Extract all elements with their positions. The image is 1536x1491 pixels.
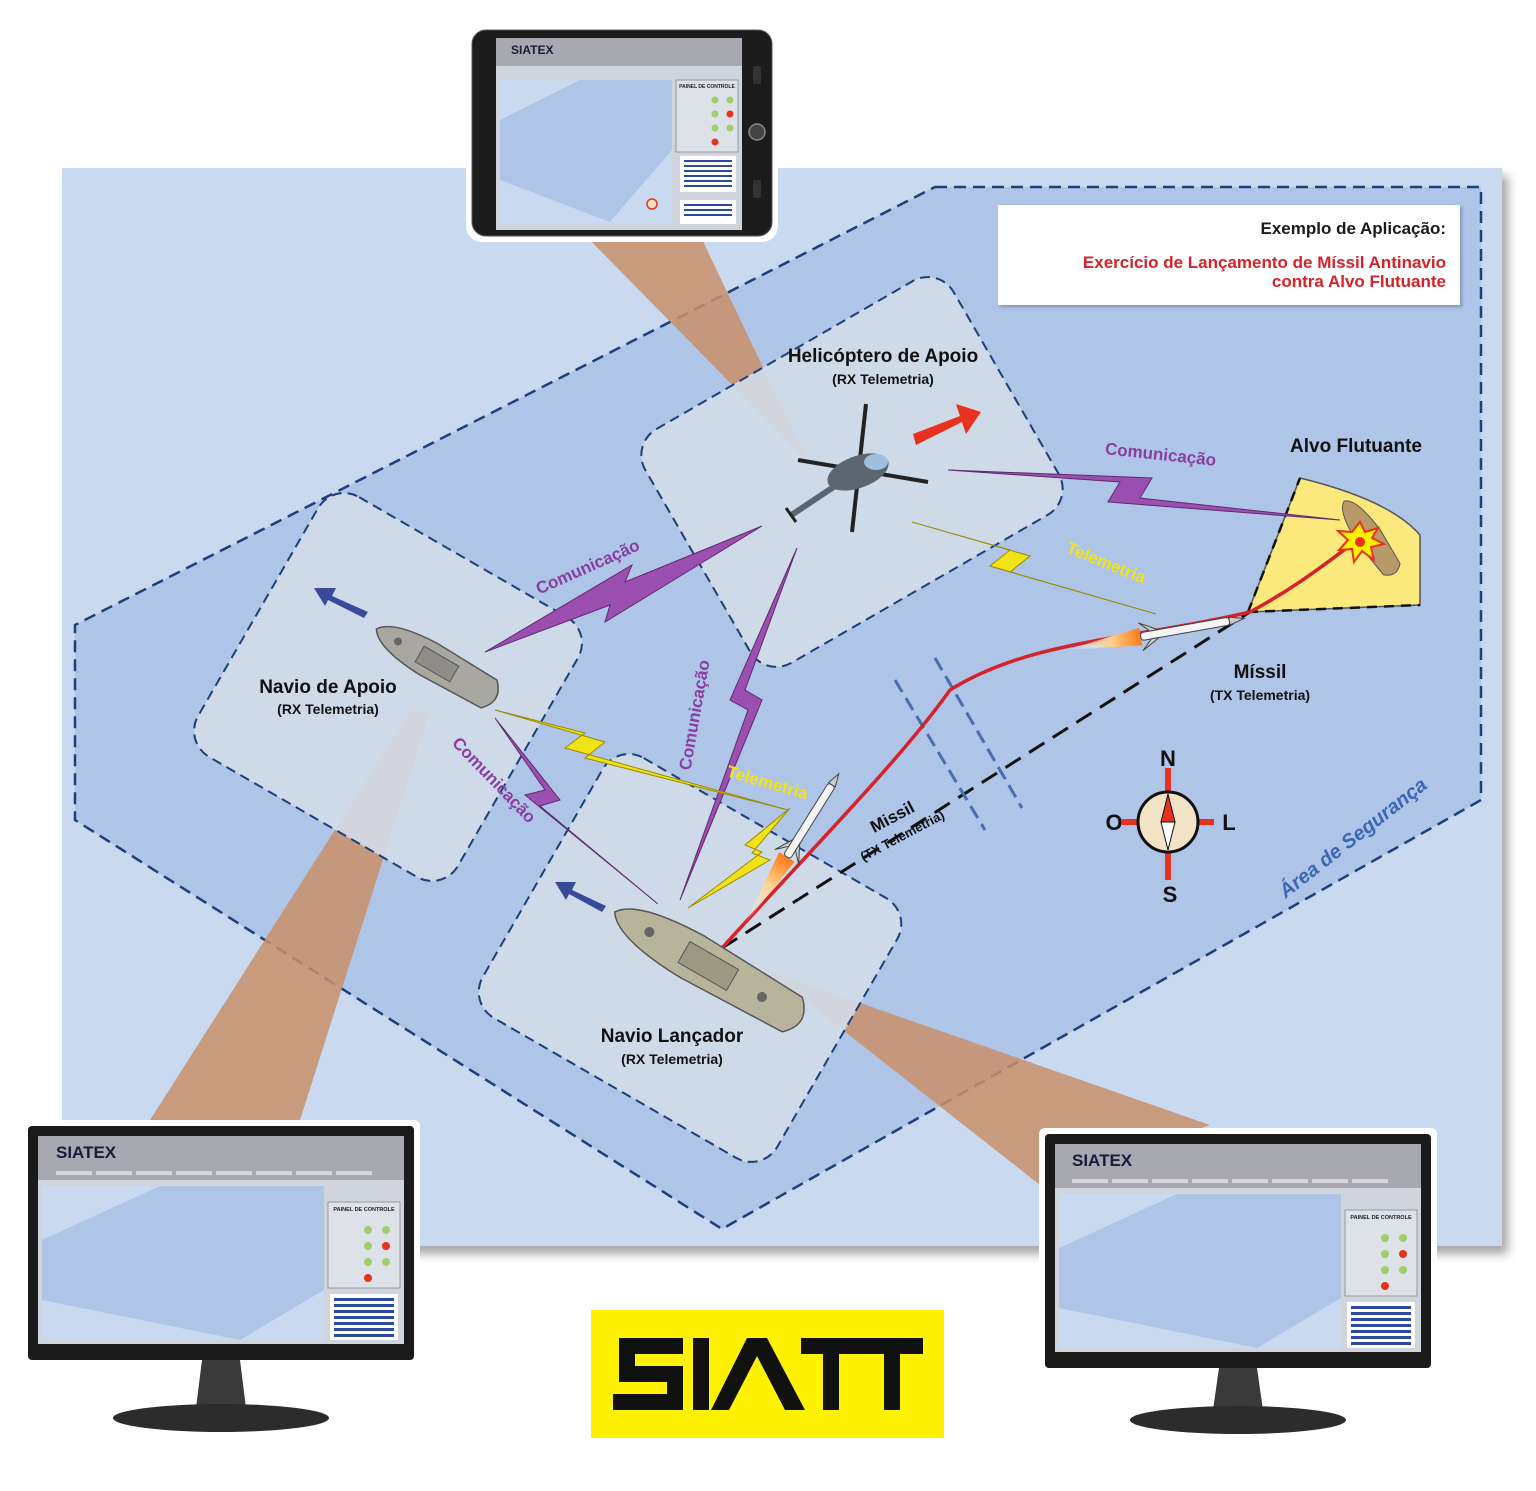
heading-arrow-launcher <box>555 882 606 912</box>
missile-trajectory <box>720 540 1357 950</box>
left-panel-title: PAINEL DE CONTROLE <box>333 1207 395 1213</box>
callout-line-1: Exercício de Lançamento de Míssil Antina… <box>1082 253 1446 272</box>
right-panel-title: PAINEL DE CONTROLE <box>1350 1215 1412 1221</box>
missile-far <box>1066 616 1247 651</box>
sight-line-left <box>1246 477 1302 613</box>
compass-west: O <box>1105 810 1122 835</box>
comm-bolt-vertical <box>679 547 798 901</box>
right-monitor-brand: SIATEX <box>1072 1151 1133 1170</box>
comm-bolt-heli-target <box>947 469 1341 521</box>
callout-heading: Exemplo de Aplicação: <box>1260 219 1446 238</box>
missile-near <box>744 772 840 925</box>
support-ship <box>375 625 499 709</box>
heading-arrow-support-ship <box>314 588 368 618</box>
right-monitor: SIATEX PAINEL DE CONTROLE <box>1039 1128 1437 1434</box>
launcher-ship-subtitle: (RX Telemetria) <box>621 1051 723 1067</box>
comm-bolt-ship-heli <box>484 525 763 653</box>
target-zone <box>1246 477 1421 613</box>
left-monitor: SIATEX PAINEL DE CONTROLE <box>22 1120 420 1432</box>
compass-north: N <box>1160 746 1176 771</box>
support-ship-subtitle: (RX Telemetria) <box>277 701 379 717</box>
compass-south: S <box>1163 882 1178 907</box>
comm-bolt-ship-launcher <box>494 717 659 905</box>
missile-far-title: Míssil <box>1234 662 1287 683</box>
range-gate-1 <box>893 679 987 831</box>
compass-east: L <box>1222 810 1235 835</box>
sight-line-bottom <box>1247 603 1421 614</box>
tablet-device: SIATEX PAINEL DE CONTROLE <box>466 24 778 242</box>
range-gate-2 <box>933 657 1024 809</box>
safety-area-zone <box>73 185 1483 1231</box>
compass-rose <box>1122 768 1214 880</box>
telemetry-bolt-heli <box>911 521 1157 615</box>
zone-support-ship <box>193 492 583 882</box>
siatt-logo-mark <box>613 1338 923 1410</box>
tablet-panel-title: PAINEL DE CONTROLE <box>679 84 735 90</box>
helicopter <box>784 403 929 533</box>
missile-far-subtitle: (TX Telemetria) <box>1210 687 1310 703</box>
callout-line-2: contra Alvo Flutuante <box>1271 272 1446 291</box>
target-title: Alvo Flutuante <box>1290 436 1422 457</box>
tablet-brand: SIATEX <box>511 43 553 57</box>
support-ship-title: Navio de Apoio <box>259 677 397 698</box>
launcher-ship <box>613 908 805 1033</box>
helicopter-title: Helicóptero de Apoio <box>788 346 978 367</box>
application-callout: Exemplo de Aplicação: Exercício de Lança… <box>998 205 1460 305</box>
left-monitor-brand: SIATEX <box>56 1143 117 1162</box>
launcher-ship-title: Navio Lançador <box>601 1026 744 1047</box>
callout-description: Exercício de Lançamento de Míssil Antina… <box>1083 253 1446 291</box>
telemetry-bolt-launcher-missile <box>687 807 791 909</box>
siatt-logo <box>591 1310 944 1438</box>
helicopter-subtitle: (RX Telemetria) <box>832 371 934 387</box>
sight-line-launcher <box>721 610 1251 950</box>
heading-arrow-helicopter <box>913 404 981 445</box>
